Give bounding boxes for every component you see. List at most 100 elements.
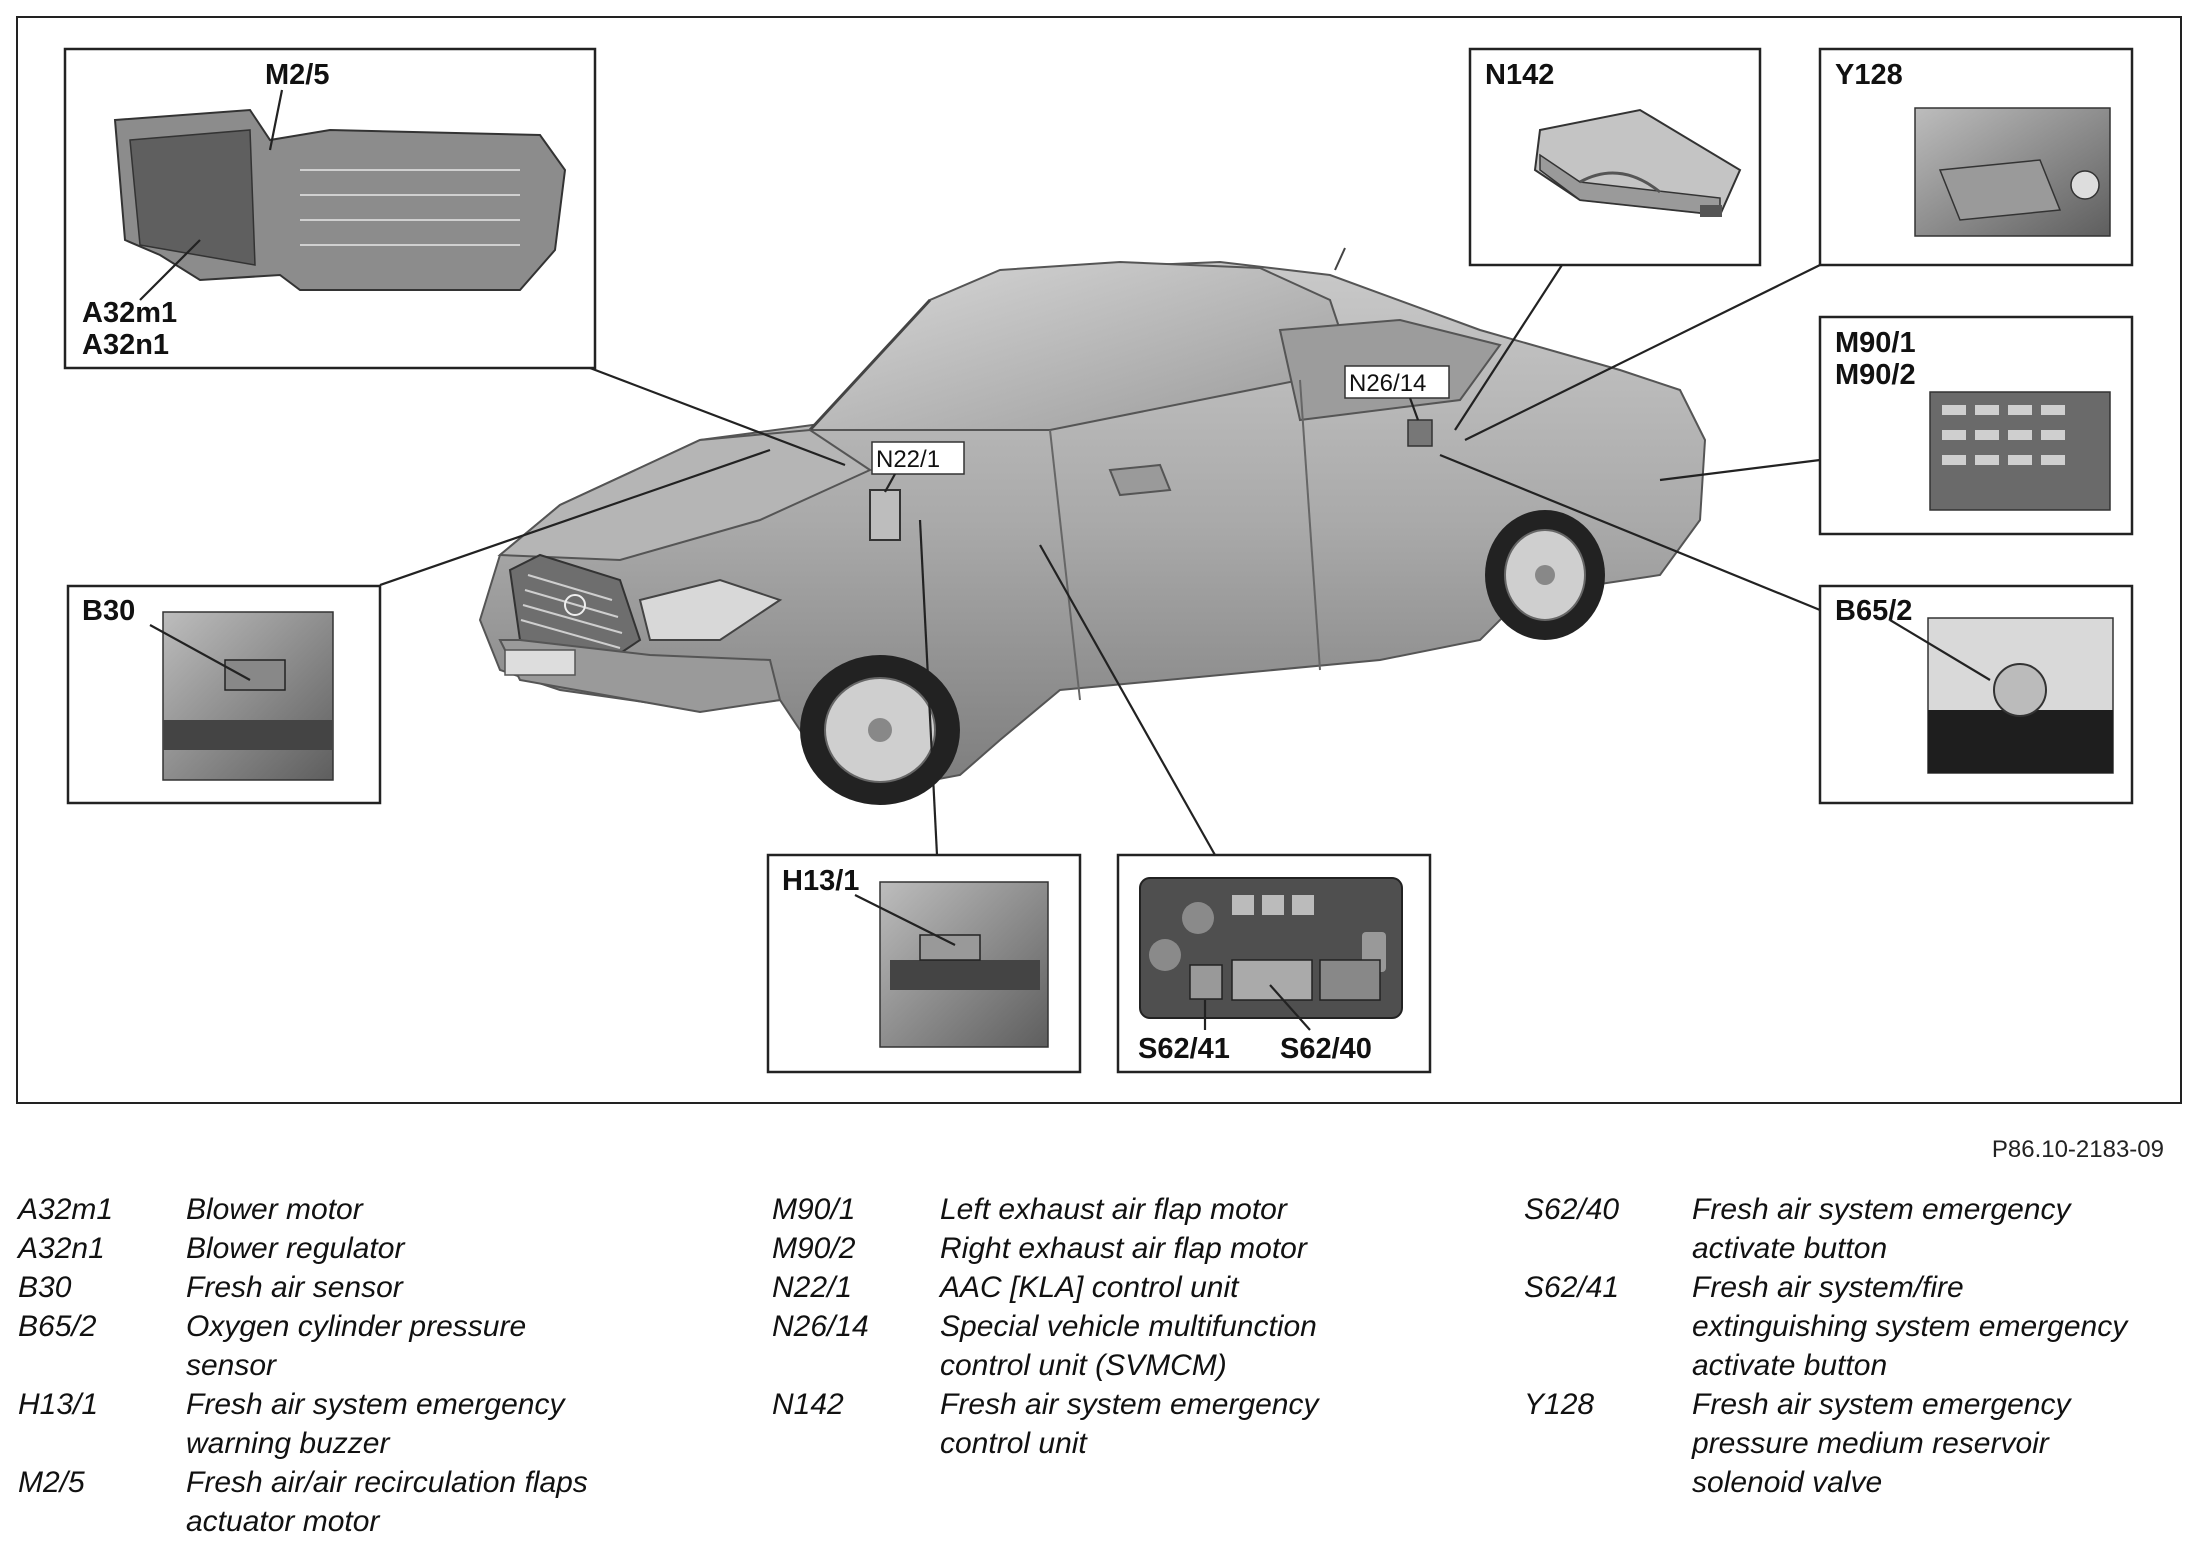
legend-description-line: Special vehicle multifunction <box>940 1310 1317 1343</box>
legend-entry: B30 Fresh air sensor <box>18 1268 738 1307</box>
legend-description-line: Fresh air system emergency <box>1692 1388 2071 1421</box>
legend-entry: A32n1 Blower regulator <box>18 1229 738 1268</box>
legend-entry: S62/40 Fresh air system emergency activate… <box>1524 1190 2184 1268</box>
legend-description: Right exhaust air flap motor <box>940 1229 1307 1268</box>
legend-code: M90/2 <box>772 1232 856 1265</box>
s62-41-button <box>1189 964 1223 1000</box>
s62-40-label: S62/40 <box>1280 1033 1372 1065</box>
n22-1-tag <box>871 441 965 475</box>
legend-description: Fresh air system emergency control unit <box>940 1385 1318 1463</box>
legend-code: Y128 <box>1524 1388 1595 1421</box>
legend-code: N142 <box>772 1388 844 1421</box>
callout-box-b30: B30 <box>66 584 382 805</box>
legend-description: Special vehicle multifunction control uni… <box>940 1307 1317 1385</box>
a32m1-label: A32m1 <box>82 297 177 329</box>
legend-code: N26/14 <box>772 1310 869 1343</box>
legend-description: Fresh air system emergency pressure mediu… <box>1692 1385 2070 1502</box>
legend-description-line: Fresh air system emergency <box>186 1388 565 1421</box>
legend-entry: N22/1 AAC [KLA] control unit <box>772 1268 1492 1307</box>
h13-1-label: H13/1 <box>782 865 859 897</box>
legend-code: B65/2 <box>18 1310 97 1343</box>
legend-entry: B65/2 Oxygen cylinder pressure sensor <box>18 1307 738 1385</box>
callout-box-h13-1: H13/1 <box>766 853 1082 1074</box>
s62-41-label: S62/41 <box>1138 1033 1230 1065</box>
callout-box-s62: S62/41 S62/40 <box>1116 853 1432 1074</box>
legend-description-line: sensor <box>186 1349 277 1382</box>
legend-description-line: activate button <box>1692 1349 1888 1382</box>
n26-14-tag <box>1344 365 1450 399</box>
n26-14-label: N26/14 <box>1349 370 1426 397</box>
legend-entry: N142 Fresh air system emergency control un… <box>772 1385 1492 1463</box>
m90-2-label: M90/2 <box>1835 359 1916 391</box>
legend-description: Oxygen cylinder pressure sensor <box>186 1307 526 1385</box>
legend-description-line: actuator motor <box>186 1505 380 1538</box>
n22-1-label: N22/1 <box>876 446 940 473</box>
a32n1-label: A32n1 <box>82 329 169 361</box>
callout-box-b65-2: B65/2 <box>1818 584 2134 805</box>
legend-description: Blower regulator <box>186 1229 404 1268</box>
legend-entry: N26/14 Special vehicle multifunction contr… <box>772 1307 1492 1385</box>
front-wheel <box>800 655 960 805</box>
legend-entry: Y128 Fresh air system emergency pressure m… <box>1524 1385 2184 1502</box>
legend-description-line: Blower regulator <box>186 1232 405 1265</box>
legend-description-line: Blower motor <box>186 1193 363 1226</box>
leader-lines <box>379 264 1821 856</box>
n26-14-module <box>1407 419 1433 447</box>
rear-wheel <box>1485 510 1605 640</box>
s62-40-button <box>1231 959 1313 1001</box>
m90-1-label: M90/1 <box>1835 327 1916 359</box>
legend-code: N22/1 <box>772 1271 853 1304</box>
legend-code: B30 <box>18 1271 72 1304</box>
legend-description: AAC [KLA] control unit <box>940 1268 1238 1307</box>
legend-code: A32n1 <box>18 1232 105 1265</box>
m2-5-label: M2/5 <box>265 59 329 91</box>
legend-entry: H13/1 Fresh air system emergency warning b… <box>18 1385 738 1463</box>
legend-code: S62/40 <box>1524 1193 1620 1226</box>
vehicle-illustration <box>478 247 1707 805</box>
legend-description-line: Oxygen cylinder pressure <box>186 1310 527 1343</box>
legend-entry: M90/2 Right exhaust air flap motor <box>772 1229 1492 1268</box>
legend-description-line: Fresh air system emergency <box>1692 1193 2071 1226</box>
legend-description: Blower motor <box>186 1190 363 1229</box>
callout-box-n142: N142 <box>1468 47 1762 267</box>
legend-code: M2/5 <box>18 1466 85 1499</box>
b30-photo <box>162 611 334 781</box>
legend-description-line: Fresh air sensor <box>186 1271 403 1304</box>
component-location-diagram: N22/1 N26/14 M2/5 A32m1 A32n1 <box>63 47 2134 1074</box>
legend-description: Fresh air system emergency activate butto… <box>1692 1190 2070 1268</box>
b65-2-label: B65/2 <box>1835 595 1912 627</box>
legend-description: Fresh air system emergency warning buzzer <box>186 1385 564 1463</box>
legend-description-line: Fresh air system emergency <box>940 1388 1319 1421</box>
legend-description-line: solenoid valve <box>1692 1466 1883 1499</box>
legend-code: H13/1 <box>18 1388 99 1421</box>
legend-description-line: warning buzzer <box>186 1427 390 1460</box>
legend-description-line: Right exhaust air flap motor <box>940 1232 1307 1265</box>
legend-description-line: pressure medium reservoir <box>1692 1427 2049 1460</box>
legend-description-line: control unit (SVMCM) <box>940 1349 1227 1382</box>
y128-label: Y128 <box>1835 59 1903 91</box>
figure-id: P86.10-2183-09 <box>1991 1136 2164 1163</box>
n22-1-module <box>869 489 901 541</box>
legend-description: Fresh air/air recirculation flaps actuato… <box>186 1463 588 1541</box>
legend-code: M90/1 <box>772 1193 856 1226</box>
b30-label: B30 <box>82 595 135 627</box>
n142-label: N142 <box>1485 59 1554 91</box>
callout-box-blower: M2/5 A32m1 A32n1 <box>63 47 597 370</box>
legend-description-line: extinguishing system emergency <box>1692 1310 2128 1343</box>
legend-description-line: Fresh air/air recirculation flaps <box>186 1466 588 1499</box>
legend-entry: M90/1 Left exhaust air flap motor <box>772 1190 1492 1229</box>
legend-entry: M2/5 Fresh air/air recirculation flaps act… <box>18 1463 738 1541</box>
legend-entry: A32m1 Blower motor <box>18 1190 738 1229</box>
legend-description-line: activate button <box>1692 1232 1888 1265</box>
legend-description-line: AAC [KLA] control unit <box>940 1271 1239 1304</box>
callout-box-y128: Y128 <box>1818 47 2134 267</box>
legend-description-line: control unit <box>940 1427 1087 1460</box>
legend-code: S62/41 <box>1524 1271 1620 1304</box>
legend-description: Left exhaust air flap motor <box>940 1190 1287 1229</box>
legend-code: A32m1 <box>18 1193 114 1226</box>
